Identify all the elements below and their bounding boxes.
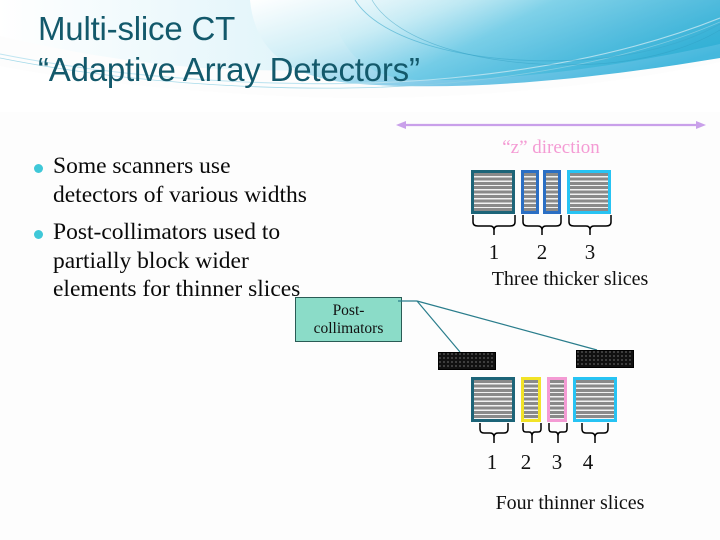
top-slice-number-1: 1 <box>488 240 500 264</box>
detector-stripes <box>474 173 512 211</box>
bottom-brace-4 <box>580 422 610 444</box>
bottom-detector-element-3 <box>547 377 567 422</box>
bottom-detector-element-1 <box>471 377 515 422</box>
bullet-dot-icon <box>34 230 43 239</box>
collimator-bar-right <box>576 350 634 368</box>
detector-stripes <box>546 173 558 211</box>
bottom-detector-element-4 <box>573 377 617 422</box>
collimator-bar-left <box>438 352 496 370</box>
top-detector-element-2b <box>543 170 561 214</box>
callout-line-1: Post- <box>332 301 365 319</box>
bottom-diagram-caption: Four thinner slices <box>495 492 645 514</box>
detector-stripes <box>570 173 608 211</box>
bullet-text: Post-collimators used to partially block… <box>53 219 301 302</box>
title-line-1: Multi-slice CT <box>38 10 236 47</box>
detector-stripes <box>524 173 536 211</box>
bottom-slice-number-1: 1 <box>486 450 498 474</box>
top-slice-number-2: 2 <box>536 240 548 264</box>
top-slice-number-3: 3 <box>584 240 596 264</box>
callout-leader-lines <box>290 290 650 390</box>
top-detector-element-1 <box>471 170 515 214</box>
bottom-brace-1 <box>478 422 510 444</box>
bullet-text: Some scanners use detectors of various w… <box>53 153 307 208</box>
z-direction-arrow-icon <box>396 119 706 131</box>
title-line-2: “Adaptive Array Detectors” <box>38 51 420 88</box>
top-diagram-caption: Three thicker slices <box>491 268 649 290</box>
list-item: Post-collimators used to partially block… <box>30 218 330 304</box>
bottom-slice-number-3: 3 <box>551 450 563 474</box>
list-item: Some scanners use detectors of various w… <box>30 152 330 209</box>
post-collimators-callout: Post- collimators <box>295 297 402 342</box>
bottom-brace-2 <box>521 422 543 444</box>
bottom-slice-number-4: 4 <box>582 450 594 474</box>
detector-stripes <box>474 380 512 419</box>
bottom-detector-element-2 <box>521 377 541 422</box>
detector-stripes <box>550 380 564 419</box>
top-detector-element-3 <box>567 170 611 214</box>
top-brace-1 <box>471 214 517 236</box>
bullet-dot-icon <box>34 164 43 173</box>
callout-line-2: collimators <box>313 319 384 337</box>
z-direction-label: “z” direction <box>502 137 600 158</box>
detector-stripes <box>524 380 538 419</box>
bullet-list: Some scanners use detectors of various w… <box>30 152 330 313</box>
top-brace-2 <box>521 214 563 236</box>
top-brace-3 <box>567 214 613 236</box>
bottom-slice-number-2: 2 <box>520 450 532 474</box>
page-title: Multi-slice CT “Adaptive Array Detectors… <box>38 8 598 90</box>
detector-stripes <box>576 380 614 419</box>
top-detector-element-2a <box>521 170 539 214</box>
header-swoosh-decoration <box>0 0 720 112</box>
bottom-brace-3 <box>547 422 569 444</box>
